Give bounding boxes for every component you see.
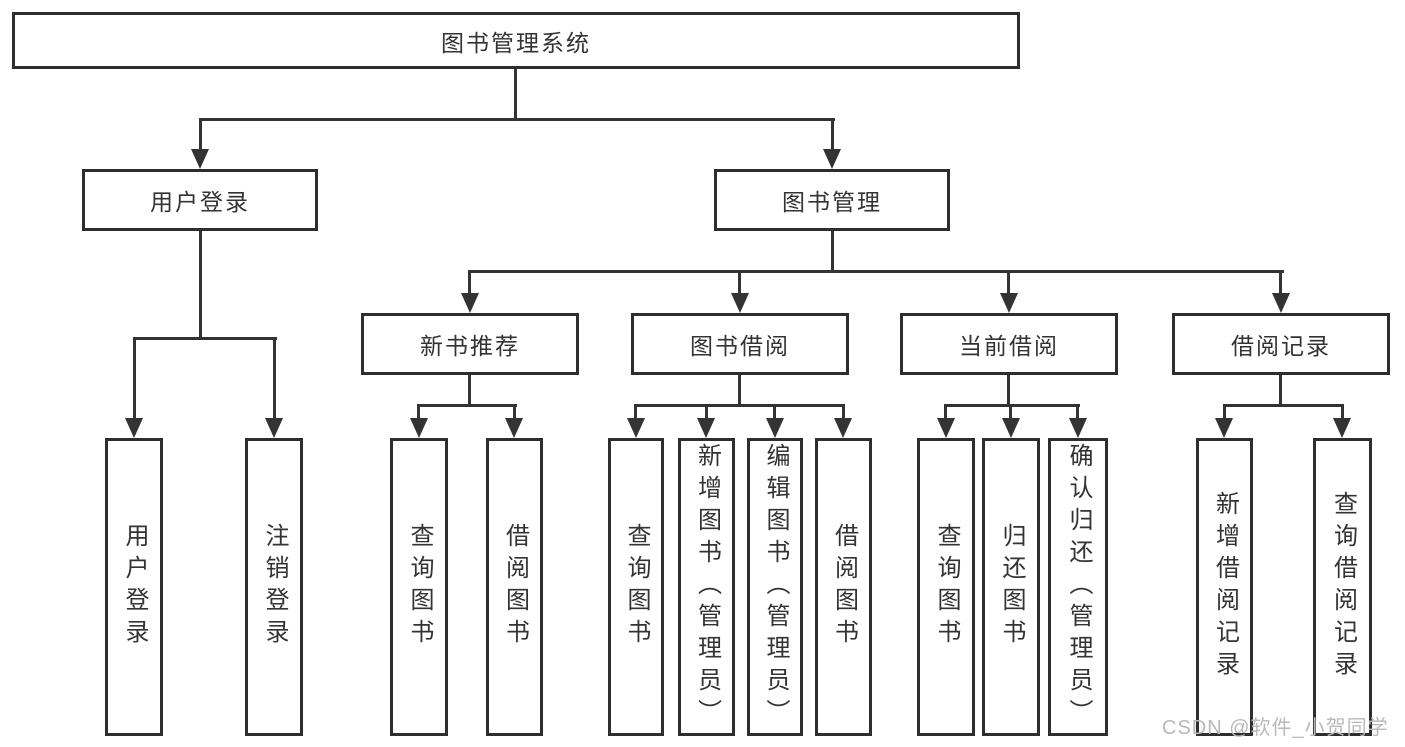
leaf-borrow-books-borrow: 借阅图书 xyxy=(815,438,872,736)
node-user-login: 用户登录 xyxy=(82,169,318,231)
connector-drop xyxy=(273,337,276,420)
connector-stem xyxy=(738,375,741,407)
connector-stem xyxy=(1279,375,1282,407)
arrow-down-icon xyxy=(823,149,841,169)
connector-drop-user xyxy=(199,118,202,151)
connector-drop xyxy=(1009,404,1012,420)
arrow-down-icon xyxy=(731,293,749,313)
arrow-down-icon xyxy=(697,418,715,438)
connector-drop xyxy=(738,270,741,295)
leaf-query-books-recommend: 查询图书 xyxy=(390,438,448,736)
connector-drop xyxy=(634,404,637,420)
node-root: 图书管理系统 xyxy=(12,12,1020,69)
leaf-query-borrow-record: 查询借阅记录 xyxy=(1313,438,1372,736)
arrow-down-icon xyxy=(937,418,955,438)
connector-branch-g4 xyxy=(944,404,1080,407)
connector-branch-g2 xyxy=(417,404,517,407)
node-book-mgmt-label: 图书管理 xyxy=(782,189,882,215)
leaf-borrow-books-recommend: 借阅图书 xyxy=(486,438,543,736)
node-current-borrow: 当前借阅 xyxy=(900,313,1118,375)
connector-drop-bookmgmt xyxy=(831,118,834,151)
connector-stem xyxy=(1007,375,1010,407)
leaf-return-books: 归还图书 xyxy=(982,438,1040,736)
connector-bookmgmt-stem xyxy=(831,231,834,273)
connector-drop xyxy=(133,337,136,420)
connector-user-stem xyxy=(199,231,202,340)
node-book-mgmt: 图书管理 xyxy=(714,169,950,231)
arrow-down-icon xyxy=(1215,418,1233,438)
arrow-down-icon xyxy=(410,418,428,438)
node-book-borrow-label: 图书借阅 xyxy=(690,333,790,359)
arrow-down-icon xyxy=(1272,293,1290,313)
arrow-down-icon xyxy=(834,418,852,438)
arrow-down-icon xyxy=(1002,418,1020,438)
connector-drop xyxy=(468,270,471,295)
connector-drop xyxy=(1223,404,1226,420)
node-current-borrow-label: 当前借阅 xyxy=(959,333,1059,359)
connector-root-stem xyxy=(514,68,517,120)
arrow-down-icon xyxy=(1069,418,1087,438)
leaf-edit-book-admin: 编辑图书（管理员） xyxy=(747,438,803,736)
node-new-book-recommend-label: 新书推荐 xyxy=(420,333,520,359)
connector-branch-g5 xyxy=(1223,404,1344,407)
connector-drop xyxy=(705,404,708,420)
leaf-confirm-return-admin: 确认归还（管理员） xyxy=(1048,438,1108,736)
arrow-down-icon xyxy=(1000,293,1018,313)
node-borrow-records: 借阅记录 xyxy=(1172,313,1390,375)
connector-branch-g1 xyxy=(133,337,277,340)
arrow-down-icon xyxy=(191,149,209,169)
connector-stem xyxy=(468,375,471,407)
node-new-book-recommend: 新书推荐 xyxy=(361,313,579,375)
connector-drop xyxy=(773,404,776,420)
leaf-user-login: 用户登录 xyxy=(105,438,163,736)
arrow-down-icon xyxy=(766,418,784,438)
arrow-down-icon xyxy=(1333,418,1351,438)
leaf-add-borrow-record: 新增借阅记录 xyxy=(1196,438,1253,736)
connector-drop xyxy=(1341,404,1344,420)
node-book-borrow: 图书借阅 xyxy=(631,313,849,375)
connector-drop xyxy=(513,404,516,420)
connector-branch-level2 xyxy=(199,118,835,121)
node-borrow-records-label: 借阅记录 xyxy=(1231,333,1331,359)
leaf-add-book-admin: 新增图书（管理员） xyxy=(678,438,735,736)
arrow-down-icon xyxy=(125,418,143,438)
connector-drop xyxy=(1279,270,1282,295)
connector-drop xyxy=(842,404,845,420)
leaf-query-books-borrow: 查询图书 xyxy=(608,438,664,736)
watermark: CSDN @软件_小贺同学 xyxy=(1162,717,1389,739)
arrow-down-icon xyxy=(265,418,283,438)
leaf-query-books-current: 查询图书 xyxy=(917,438,975,736)
connector-drop xyxy=(944,404,947,420)
arrow-down-icon xyxy=(461,293,479,313)
connector-drop xyxy=(1076,404,1079,420)
connector-drop xyxy=(1007,270,1010,295)
connector-branch-level3 xyxy=(468,270,1284,273)
node-root-label: 图书管理系统 xyxy=(441,29,591,56)
arrow-down-icon xyxy=(505,418,523,438)
node-user-login-label: 用户登录 xyxy=(150,189,250,215)
connector-drop xyxy=(417,404,420,420)
arrow-down-icon xyxy=(627,418,645,438)
leaf-logout: 注销登录 xyxy=(245,438,303,736)
connector-branch-g3 xyxy=(634,404,845,407)
